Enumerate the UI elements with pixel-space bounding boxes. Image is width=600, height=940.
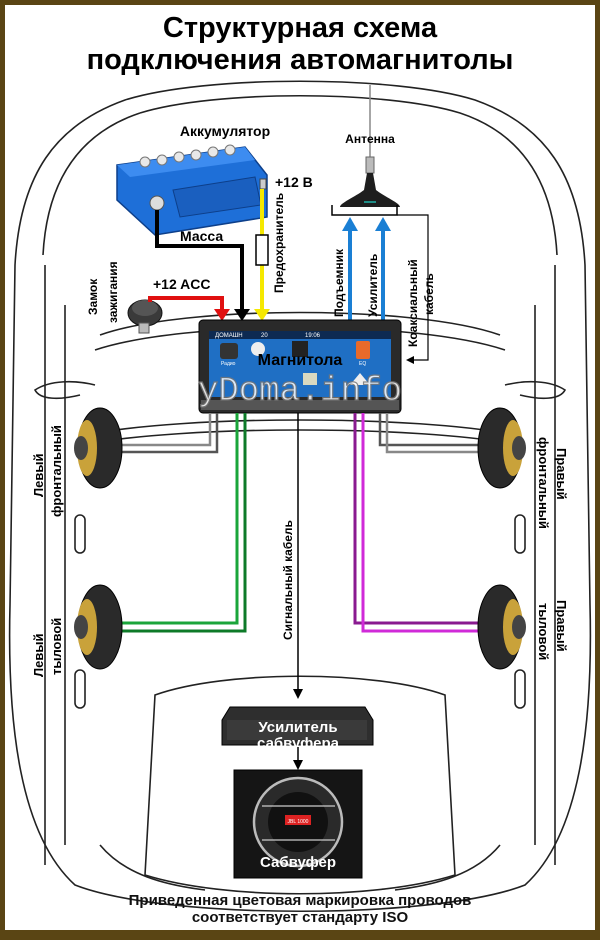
ignition-label-line-1: Замок (86, 278, 100, 315)
head-unit (198, 319, 402, 414)
title-line-2: подключения автомагнитолы (86, 44, 514, 76)
antenna-lift-wire (342, 217, 358, 323)
subwoofer-icon (233, 769, 363, 879)
ground-label: Масса (180, 228, 223, 244)
fuse-label: Предохранитель (272, 193, 286, 293)
footer-line-1: Приведенная цветовая маркировка проводов (128, 892, 472, 909)
antenna-icon (340, 85, 400, 207)
wiring-diagram: Аккумулятор +12 В Масса Предохранитель +… (8, 80, 592, 913)
hu-icon-eq-label: EQ (359, 361, 366, 367)
subwoofer-amp-icon (221, 706, 374, 746)
sub-brand-text: JBL 1000 (288, 819, 309, 825)
fuse-icon (255, 234, 269, 266)
amp-to-sub-arrow-icon (293, 760, 303, 770)
radio-icon (220, 343, 238, 359)
hu-status-left: ДОМАШН (215, 333, 243, 339)
antenna-label: Антенна (345, 132, 395, 146)
signal-arrow-icon (293, 689, 303, 699)
speaker-rear-left-icon (74, 584, 123, 670)
front-right-label-line-1: Правый (554, 448, 569, 500)
front-left-label-line-1: Левый (31, 454, 46, 497)
front-right-wire (378, 413, 513, 454)
antenna-amp-arrow-icon (375, 217, 391, 231)
front-left-label-line-2: фронтальный (49, 425, 64, 517)
battery-icon (116, 144, 268, 236)
speaker-rear-right-icon (477, 584, 526, 670)
title-line-1: Структурная схема (162, 12, 438, 44)
hu-icon-radio-label: Радио (221, 361, 236, 367)
subwoofer-label: Сабвуфер (260, 854, 336, 871)
rear-right-label-line-1: Правый (554, 600, 569, 652)
coax-label-line-2: кабель (422, 273, 436, 315)
acc-arrow-icon (214, 309, 230, 321)
speaker-front-right-icon (477, 407, 526, 489)
ignition-label-line-2: зажигания (106, 261, 120, 323)
acc-label: +12 ACC (153, 276, 210, 292)
car-outline (8, 80, 592, 913)
acc-wire (148, 296, 224, 317)
antenna-bracket (331, 205, 398, 216)
rear-left-label-line-2: тыловой (49, 618, 64, 675)
rear-left-label-line-1: Левый (31, 634, 46, 677)
coax-cable (397, 214, 429, 361)
coax-label-line-1: Коаксиальный (406, 259, 420, 347)
sub-amp-label-line-2: сабвуфера (257, 735, 340, 752)
antenna-amp-label: Усилитель (366, 254, 380, 317)
nav-icon (251, 342, 265, 356)
ground-wire (155, 210, 244, 317)
speaker-front-left-icon (74, 407, 123, 489)
sub-brand-badge (285, 815, 311, 825)
hu-volume: 20 (261, 333, 268, 339)
ignition-lock-icon (127, 299, 163, 334)
media-icon (292, 341, 308, 357)
plus12-wire (254, 189, 270, 321)
rear-right-wire (353, 413, 513, 633)
antenna-lift-label: Подъемник (332, 248, 346, 317)
rear-left-wire (87, 413, 247, 633)
eq-icon (356, 341, 370, 359)
sub-amp-label-line-1: Усилитель (258, 719, 337, 736)
settings-icon (350, 373, 370, 385)
head-unit-label: Магнитола (258, 352, 343, 369)
hu-clock: 19:06 (305, 333, 321, 339)
ground-arrow-icon (234, 309, 250, 321)
signal-cable-label: Сигнальный кабель (281, 520, 295, 640)
diagram-frame: Структурная схема подключения автомагнит… (5, 5, 595, 930)
antenna-amp-wire (375, 217, 391, 323)
coax-arrow-icon (406, 356, 414, 364)
battery-label: Аккумулятор (180, 123, 270, 139)
antenna-lift-arrow-icon (342, 217, 358, 231)
rear-right-label-line-2: тыловой (536, 603, 551, 660)
front-right-label-line-2: фронтальный (536, 437, 551, 529)
plus12-arrow-icon (254, 309, 270, 321)
watermark: yDoma.info (198, 373, 402, 411)
drink-icon (303, 373, 317, 385)
front-left-wire (87, 413, 219, 454)
battery-plus-label: +12 В (275, 174, 313, 190)
footer-line-2: соответствует стандарту ISO (191, 909, 409, 926)
